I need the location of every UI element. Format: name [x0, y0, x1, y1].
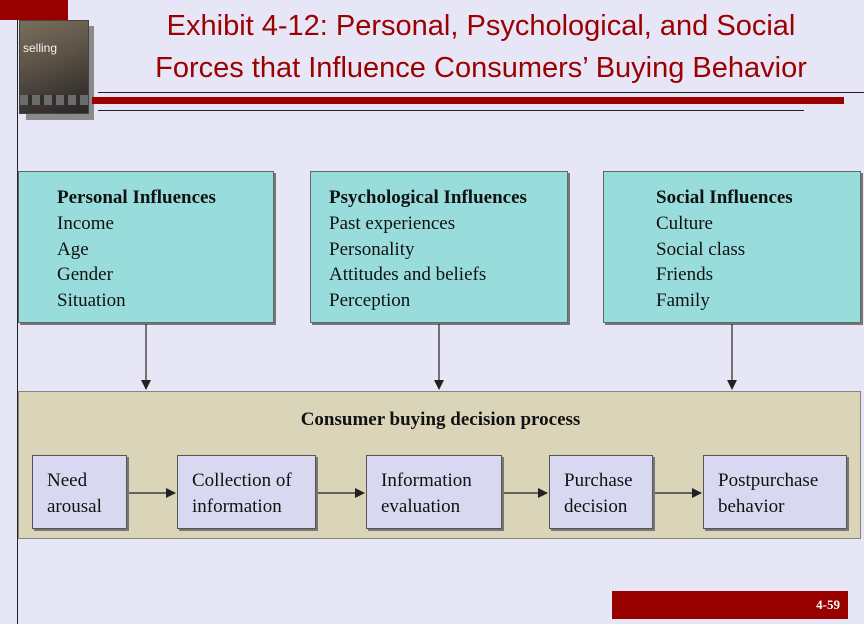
- social-influence-item: Friends: [656, 264, 713, 286]
- psychological-influence-item: Past experiences: [329, 212, 456, 234]
- personal-influence-item: Age: [57, 238, 89, 260]
- social-influence-item: Social class: [656, 238, 746, 260]
- slide-title-line-2: Forces that Influence Consumers’ Buying …: [155, 52, 807, 84]
- psychological-influences-box: Psychological Influences Past experience…: [310, 171, 568, 323]
- decision-process-title: Consumer buying decision process: [300, 409, 581, 430]
- psychological-influence-item: Attitudes and beliefs: [329, 264, 487, 286]
- title-rule-top: [98, 92, 864, 93]
- step-label-line-2: behavior: [718, 496, 785, 517]
- personal-influences-box: Personal Influences Income Age Gender Si…: [18, 171, 274, 323]
- step-label-line-1: Collection of: [192, 470, 292, 491]
- step-label-line-1: Purchase: [564, 470, 633, 491]
- corner-accent-block: [0, 0, 68, 20]
- social-influences-heading: Social Influences: [656, 187, 793, 208]
- book-cover-photo-band: [20, 95, 88, 105]
- social-influence-item: Culture: [656, 212, 713, 234]
- step-label-line-1: Information: [381, 470, 472, 491]
- process-step-postpurchase-behavior: Postpurchase behavior: [703, 455, 847, 529]
- process-step-need-arousal: Need arousal: [32, 455, 127, 529]
- title-rule-bottom: [98, 110, 804, 111]
- personal-influence-item: Income: [57, 212, 114, 234]
- social-influence-item: Family: [656, 290, 710, 312]
- book-cover-image: selling: [19, 20, 89, 114]
- personal-influences-heading: Personal Influences: [57, 187, 216, 208]
- personal-influence-item: Gender: [57, 264, 113, 286]
- personal-influence-item: Situation: [57, 290, 126, 312]
- step-label-line-2: decision: [564, 496, 628, 517]
- book-cover-title: selling: [23, 41, 58, 55]
- left-margin-line: [17, 20, 18, 624]
- step-label-line-1: Need: [47, 470, 88, 491]
- step-label-line-2: information: [192, 496, 282, 517]
- psychological-influences-heading: Psychological Influences: [329, 187, 527, 208]
- psychological-influence-item: Personality: [329, 238, 415, 260]
- process-step-collection-of-information: Collection of information: [177, 455, 316, 529]
- step-label-line-1: Postpurchase: [718, 470, 819, 491]
- slide-title-line-1: Exhibit 4-12: Personal, Psychological, a…: [166, 10, 796, 42]
- slide-title: Exhibit 4-12: Personal, Psychological, a…: [98, 5, 864, 89]
- step-label-line-2: arousal: [47, 496, 102, 517]
- step-label-line-2: evaluation: [381, 496, 461, 517]
- process-step-information-evaluation: Information evaluation: [366, 455, 502, 529]
- social-influences-box: Social Influences Culture Social class F…: [603, 171, 861, 323]
- title-rule-red: [92, 97, 844, 104]
- process-step-purchase-decision: Purchase decision: [549, 455, 653, 529]
- psychological-influence-item: Perception: [329, 290, 411, 312]
- slide-number: 4-59: [816, 597, 840, 612]
- slide-number-bar: 4-59: [612, 591, 848, 619]
